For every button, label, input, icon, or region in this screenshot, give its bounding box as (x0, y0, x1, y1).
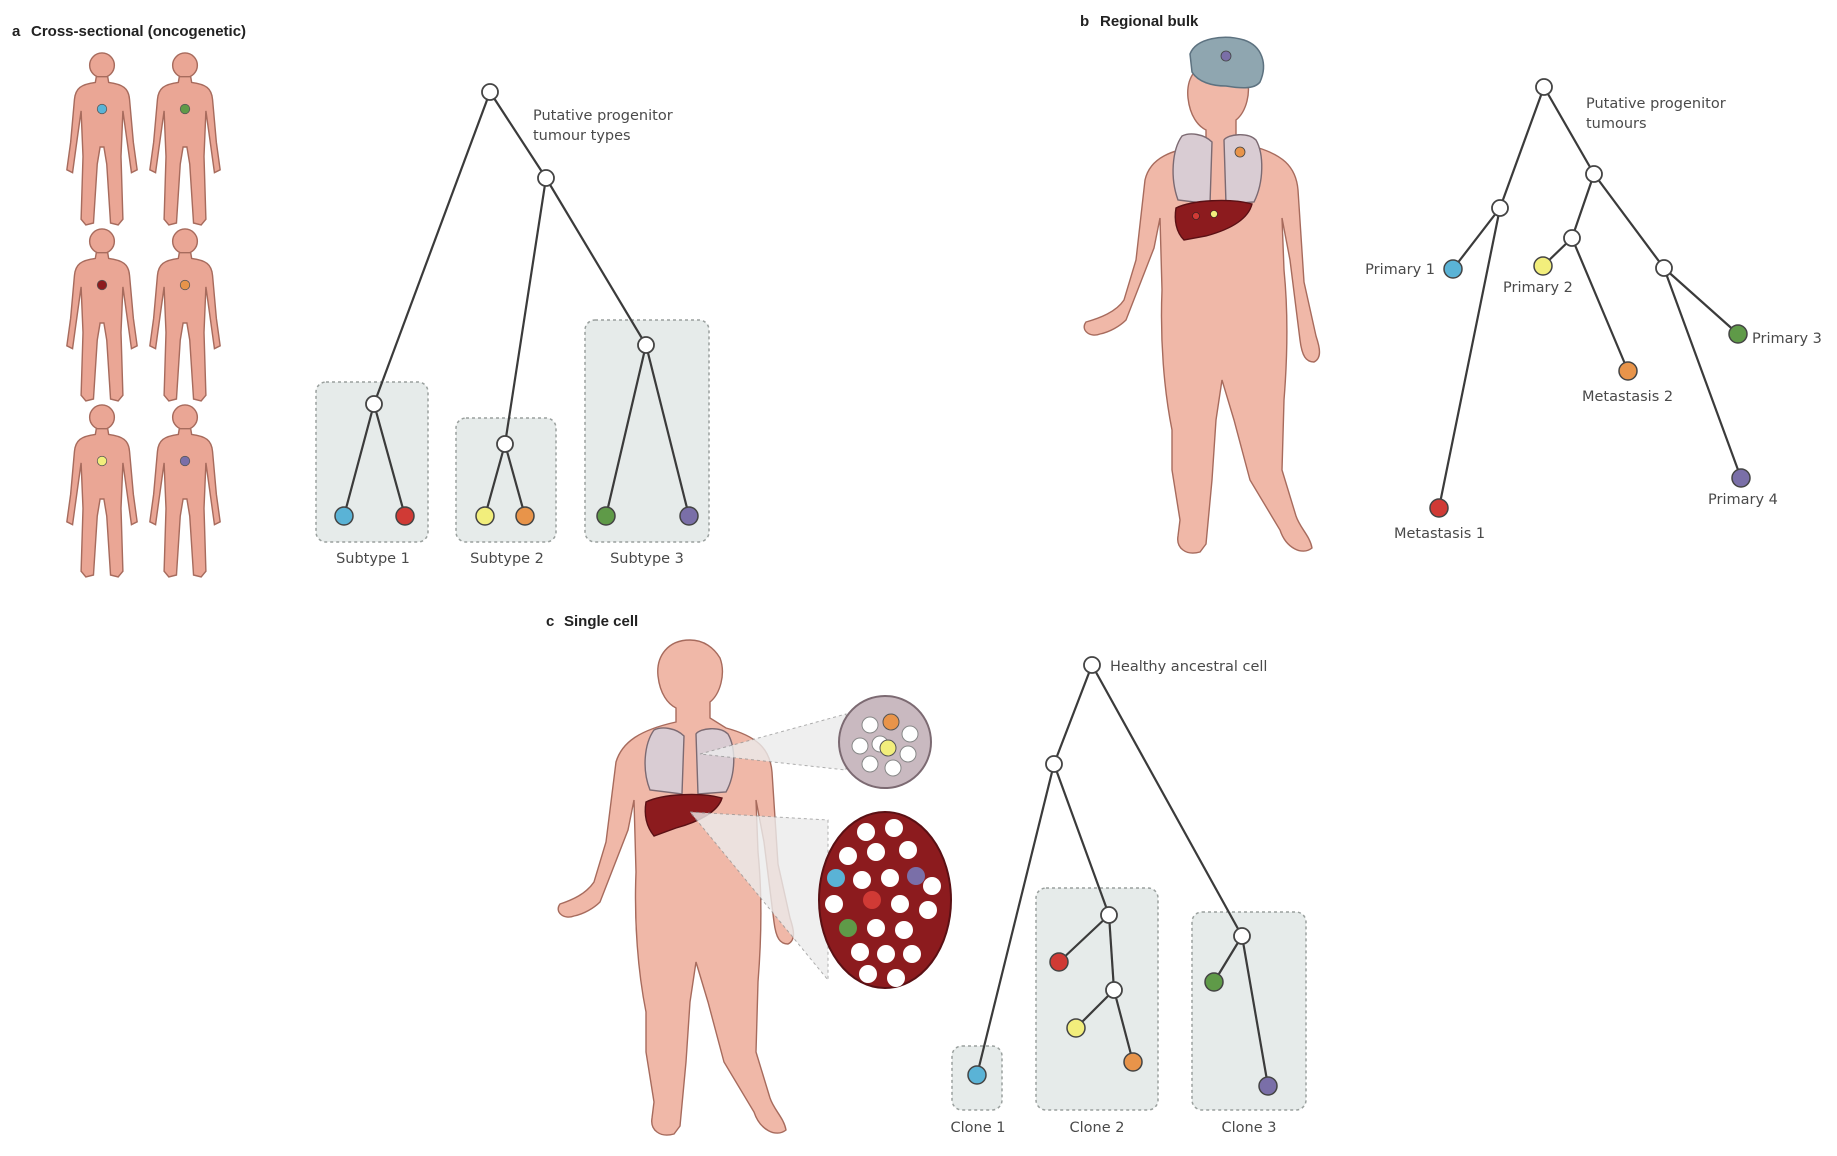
tumour-dot-blue (97, 104, 107, 114)
tree-b-internal-node (1564, 230, 1580, 246)
leaf-purple (1259, 1077, 1277, 1095)
tree-a-internal-node (497, 436, 513, 452)
panel-b-title: Regional bulk (1100, 13, 1199, 30)
metastasis-2-label: Metastasis 2 (1582, 389, 1673, 405)
leaf-metastasis-2 (1619, 362, 1637, 380)
leaf-yellow (476, 507, 494, 525)
panel-a-letter: a (12, 23, 21, 40)
leaf-green (1205, 973, 1223, 991)
tree-b-internal-node (1586, 166, 1602, 182)
panel-c: c Single cell (546, 613, 1306, 1136)
leaf-blue (968, 1066, 986, 1084)
patient-2 (150, 53, 220, 225)
tree-a-internal-node (638, 337, 654, 353)
patients-grid (67, 53, 220, 577)
leaf-red (1050, 953, 1068, 971)
subtype-1-label: Subtype 1 (336, 551, 410, 567)
leaf-orange (516, 507, 534, 525)
human-body-icon (150, 405, 220, 577)
clone-3-box (1192, 912, 1306, 1110)
magnified-cells-icon (839, 696, 931, 788)
tree-c-internal-node (1106, 982, 1122, 998)
clone-2-label: Clone 2 (1070, 1120, 1125, 1136)
lungs-icon (1173, 134, 1212, 204)
tumour-dot-orange (180, 280, 190, 290)
tree-b-internal-node (1656, 260, 1672, 276)
tree-c-internal-node (1046, 756, 1062, 772)
root-label-line2: tumours (1586, 116, 1647, 132)
tumour-dot-red (97, 280, 107, 290)
tree-b-root-node (1536, 79, 1552, 95)
root-label-line1: Putative progenitor (1586, 96, 1726, 112)
patient-6 (150, 405, 220, 577)
subtype-2-label: Subtype 2 (470, 551, 544, 567)
root-label: Healthy ancestral cell (1110, 659, 1267, 675)
tree-a-root-node (482, 84, 498, 100)
tree-b-edges (1439, 87, 1741, 508)
human-body-icon (67, 229, 137, 401)
panel-a-title: Cross-sectional (oncogenetic) (31, 23, 246, 40)
leaf-metastasis-1 (1430, 499, 1448, 517)
panel-b-letter: b (1080, 13, 1089, 30)
tumour-dot-yellow (97, 456, 107, 466)
leaf-primary-3 (1729, 325, 1747, 343)
panel-b: b Regional bulk (1080, 13, 1822, 553)
metastasis-1-label: Metastasis 1 (1394, 526, 1485, 542)
patient-4 (150, 229, 220, 401)
lungs-icon (645, 728, 684, 794)
tree-a-internal-node (538, 170, 554, 186)
subtype-3-label: Subtype 3 (610, 551, 684, 567)
primary-1-label: Primary 1 (1365, 262, 1435, 278)
panel-a: a Cross-sectional (oncogenetic) (12, 23, 709, 577)
tree-a-internal-node (366, 396, 382, 412)
human-body-icon (150, 53, 220, 225)
leaf-green (597, 507, 615, 525)
panel-c-letter: c (546, 613, 554, 630)
clone-1-label: Clone 1 (951, 1120, 1006, 1136)
tumour-dot-purple (1221, 51, 1231, 61)
leaf-purple (680, 507, 698, 525)
primary-2-label: Primary 2 (1503, 280, 1573, 296)
primary-4-label: Primary 4 (1708, 492, 1778, 508)
human-body-icon (67, 53, 137, 225)
leaf-primary-4 (1732, 469, 1750, 487)
human-body-icon (67, 405, 137, 577)
tree-b-internal-node (1492, 200, 1508, 216)
patient-1 (67, 53, 137, 225)
leaf-orange (1124, 1053, 1142, 1071)
tumour-dot-orange (1235, 147, 1245, 157)
leaf-primary-2 (1534, 257, 1552, 275)
root-label-line1: Putative progenitor (533, 108, 673, 124)
root-label-line2: tumour types (533, 128, 631, 144)
tumour-dot-purple (180, 456, 190, 466)
tumour-dot-green (180, 104, 190, 114)
tree-c-internal-node (1234, 928, 1250, 944)
leaf-blue (335, 507, 353, 525)
human-body-icon (1084, 37, 1319, 553)
clone-2-box (1036, 888, 1158, 1110)
human-body-icon (150, 229, 220, 401)
patient-5 (67, 405, 137, 577)
leaf-yellow (1067, 1019, 1085, 1037)
primary-3-label: Primary 3 (1752, 331, 1822, 347)
patient-3 (67, 229, 137, 401)
tree-c-internal-node (1101, 907, 1117, 923)
brain-icon (1190, 37, 1263, 87)
magnified-cells-icon (819, 812, 951, 988)
leaf-red (396, 507, 414, 525)
tree-c-root-node (1084, 657, 1100, 673)
clone-3-label: Clone 3 (1222, 1120, 1277, 1136)
leaf-primary-1 (1444, 260, 1462, 278)
panel-c-title: Single cell (564, 613, 638, 630)
